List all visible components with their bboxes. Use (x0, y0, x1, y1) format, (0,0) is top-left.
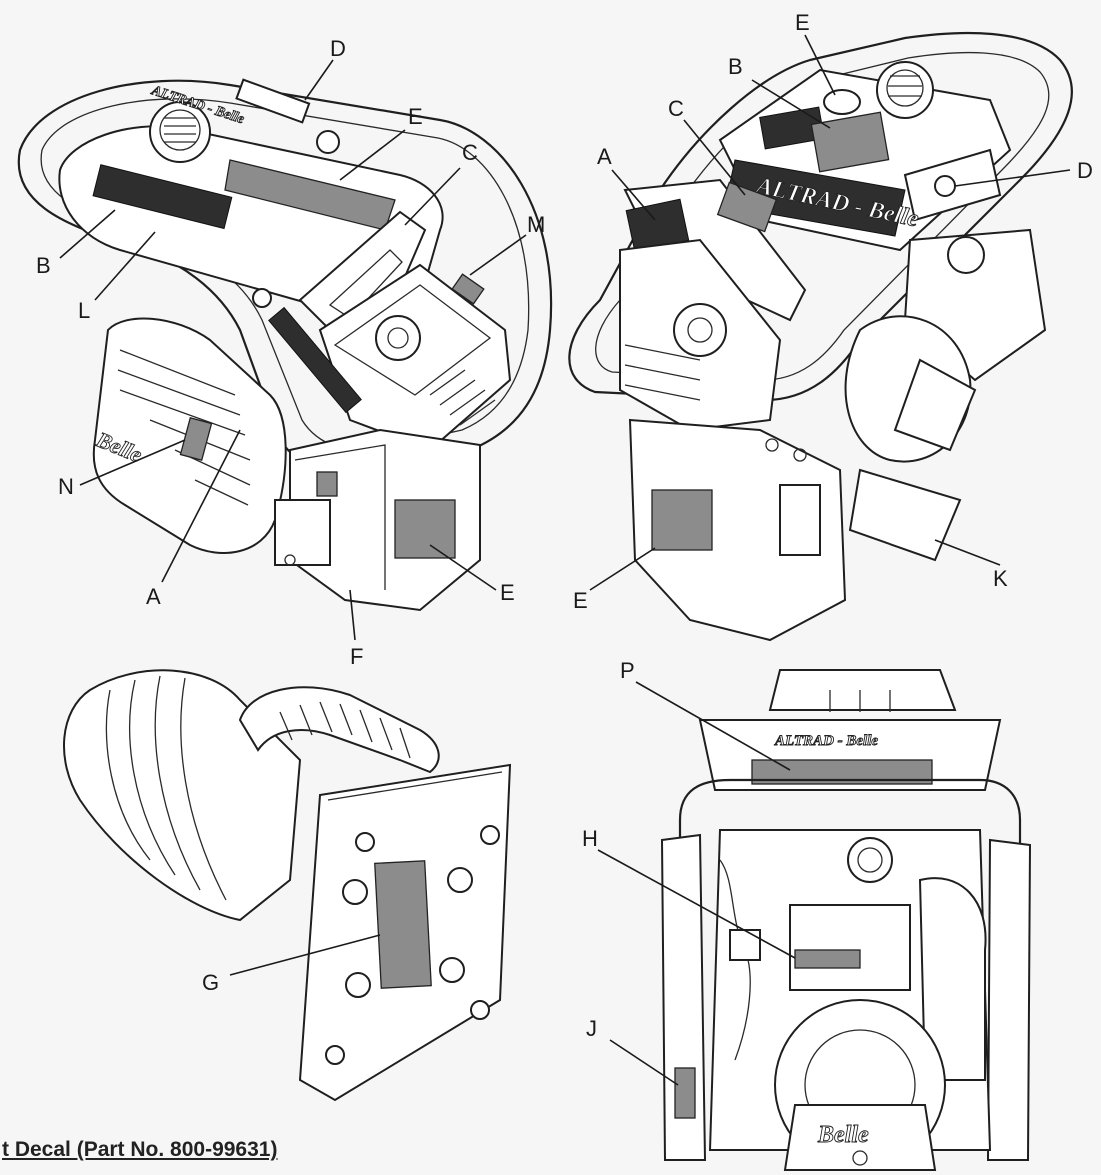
callout-b: B (36, 253, 51, 278)
view-front-right: ALTRAD - Belle E B C A D (568, 10, 1093, 642)
badge-plate (783, 1104, 937, 1171)
callout-k: K (993, 566, 1008, 591)
carburettor (789, 904, 911, 991)
exhaust-shroud (918, 877, 987, 1081)
callout-a: A (146, 584, 161, 609)
rail-right (986, 838, 1032, 1161)
callout-l: L (78, 298, 90, 323)
decal-n (179, 417, 213, 461)
brand-text-rear: ALTRAD - Belle (774, 733, 878, 749)
callout-d: D (1077, 158, 1093, 183)
decal-b (810, 111, 890, 173)
callout-p: P (620, 658, 635, 683)
decal-kit-caption: t Decal (Part No. 800-99631) (2, 1138, 278, 1161)
bellows (63, 669, 302, 922)
lower-housing (628, 418, 847, 642)
callout-n: N (58, 474, 74, 499)
callout-m: M (527, 212, 545, 237)
callout-e-lower: E (573, 588, 588, 613)
callout-a: A (597, 144, 612, 169)
decal-h (794, 949, 861, 969)
view-rear: ALTRAD - Belle Belle P H J (582, 658, 1032, 1171)
decal-e-lower (651, 489, 713, 551)
callout-c: C (668, 96, 684, 121)
badge-text-rear: Belle (817, 1122, 869, 1148)
decal-a (268, 306, 362, 414)
side-plate (274, 499, 331, 566)
decal-a-lower (316, 471, 338, 497)
callout-e-lower: E (500, 580, 515, 605)
handle-arch (238, 686, 440, 774)
callout-c: C (462, 140, 478, 165)
tank-cap-housing (768, 669, 957, 711)
callout-f: F (350, 644, 363, 669)
callout-b: B (728, 54, 743, 79)
view-front-left: ALTRAD - Belle Belle D E C M B L N A E F (17, 36, 553, 669)
spark-cap (893, 358, 977, 452)
bolt-heads (325, 825, 500, 1065)
filler-cap (847, 837, 893, 883)
decal-e-lower (394, 499, 456, 559)
decal-m (451, 273, 485, 305)
callout-g: G (202, 970, 219, 995)
view-base-plate: G (63, 669, 512, 1102)
fuel-gauge (823, 89, 861, 115)
callout-h: H (582, 826, 598, 851)
callout-j: J (586, 1016, 597, 1041)
side-plate (779, 484, 821, 556)
callout-e: E (408, 104, 423, 129)
decal-j (674, 1067, 696, 1119)
decal-g (374, 860, 432, 989)
engine-block (318, 263, 512, 452)
decal-l (92, 164, 233, 230)
mount-plate (848, 468, 962, 562)
guard-rail (568, 31, 1073, 402)
callout-e: E (795, 10, 810, 35)
callout-d: D (330, 36, 346, 61)
throttle-lever (235, 78, 311, 124)
decal-c (716, 181, 778, 233)
